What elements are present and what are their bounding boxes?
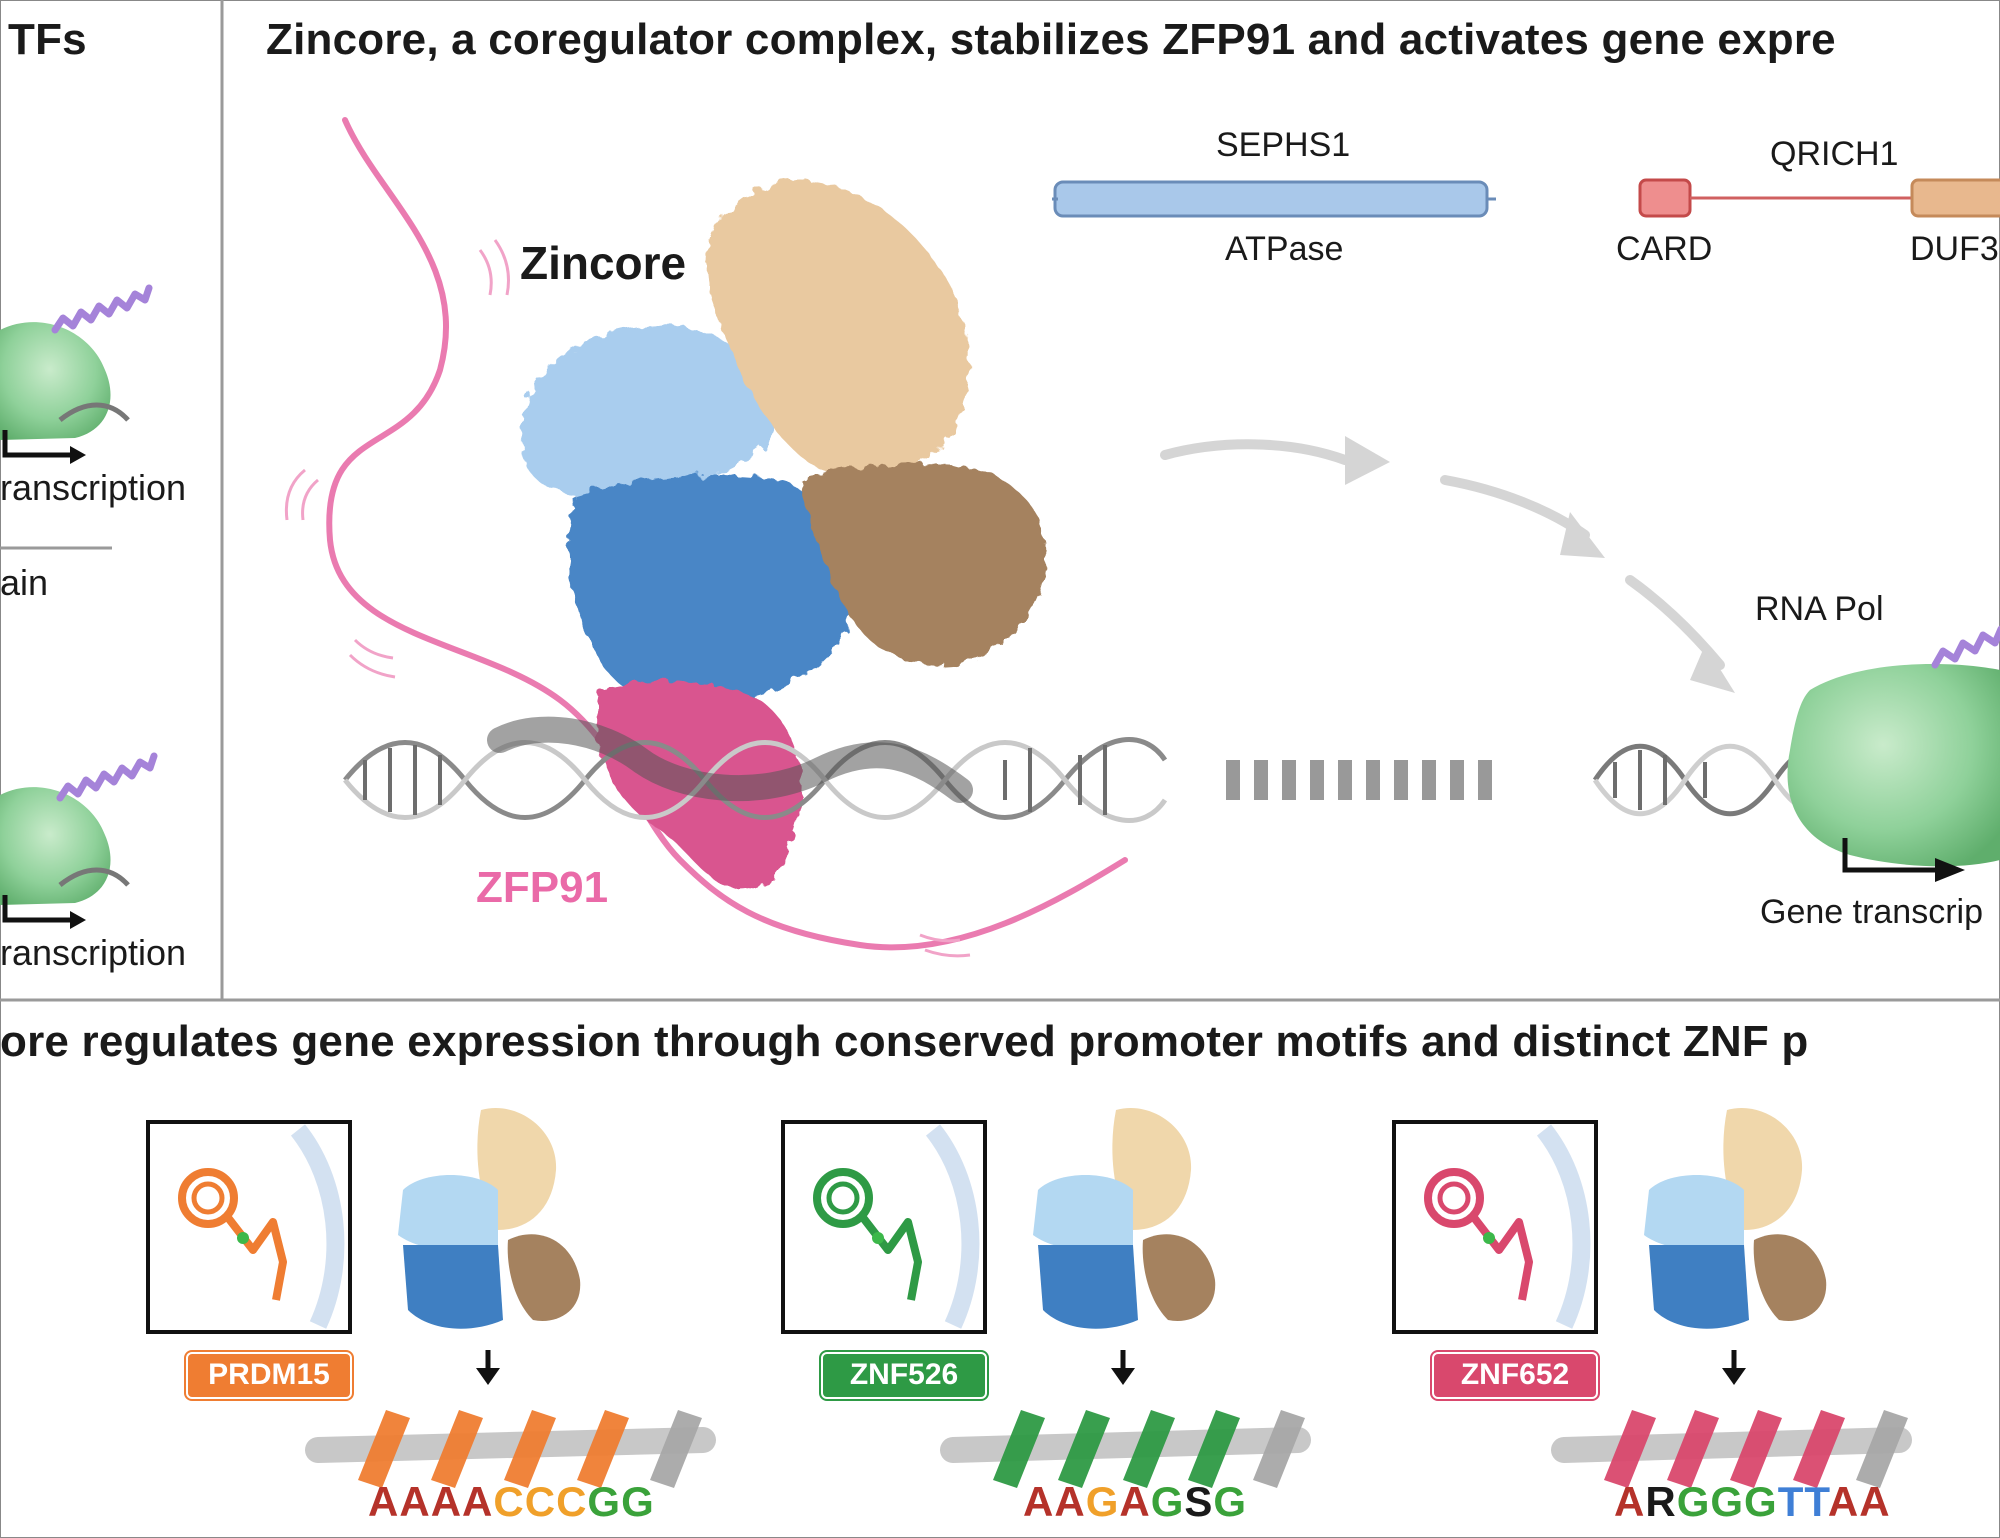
motif-base: S bbox=[1184, 1478, 1214, 1525]
dashed-connector bbox=[1226, 760, 1492, 800]
pink-strand bbox=[326, 117, 1128, 951]
gene-transcription-label: Gene transcrip bbox=[1760, 893, 1983, 931]
left-transcription-label-1: ranscription bbox=[0, 467, 187, 508]
rna-pol-label: RNA Pol bbox=[1755, 590, 1884, 628]
left-squiggle-2 bbox=[56, 752, 158, 802]
motif-base: A bbox=[430, 1478, 463, 1525]
motif-base: G bbox=[1710, 1478, 1745, 1525]
znf-module-1 bbox=[146, 1108, 716, 1488]
znf-tag-1: PRDM15 bbox=[186, 1352, 352, 1399]
rna-pol-right bbox=[1787, 664, 2000, 867]
motif-base: G bbox=[621, 1478, 655, 1525]
motif-base: G bbox=[1744, 1478, 1778, 1525]
motif-base: G bbox=[1213, 1478, 1248, 1525]
motif-base: C bbox=[493, 1478, 525, 1525]
qrich1-card-box bbox=[1638, 178, 1692, 218]
left-arrow-1-head bbox=[70, 446, 86, 464]
motif-base: G bbox=[1676, 1478, 1711, 1525]
znf-module-3 bbox=[1392, 1108, 1912, 1488]
left-transcription-label-2: ranscription bbox=[0, 932, 187, 973]
qrich1-duf-box bbox=[1910, 178, 2000, 218]
motif-base: C bbox=[524, 1478, 557, 1525]
curved-arrows bbox=[1160, 439, 1725, 670]
motif-base: A bbox=[462, 1478, 494, 1525]
znf-tag-3: ZNF652 bbox=[1432, 1352, 1598, 1399]
motif-base: A bbox=[1054, 1478, 1086, 1525]
left-panel-title: TFs bbox=[8, 15, 87, 64]
motif-base: T bbox=[1804, 1478, 1828, 1525]
gene-arrow-head bbox=[1935, 858, 1965, 882]
left-squiggle-1 bbox=[51, 284, 153, 334]
left-arrow-2 bbox=[2, 895, 70, 923]
motion-marks bbox=[284, 239, 971, 958]
zfp91-label: ZFP91 bbox=[476, 863, 609, 912]
sephs1-domain: ATPase bbox=[1225, 230, 1344, 268]
znf-module-2 bbox=[781, 1108, 1311, 1488]
motif-sequence-3: ARGGGTTAA bbox=[1614, 1478, 1891, 1526]
motif-base: G bbox=[1150, 1478, 1185, 1525]
motif-base: A bbox=[1859, 1478, 1891, 1525]
motif-base: R bbox=[1645, 1478, 1677, 1525]
left-rna-pol-1 bbox=[0, 322, 130, 440]
left-domain-label: ain bbox=[0, 562, 49, 603]
left-arrow-1 bbox=[2, 430, 70, 458]
motif-base: G bbox=[587, 1478, 622, 1525]
motif-base: A bbox=[399, 1478, 431, 1525]
motif-base: G bbox=[1085, 1478, 1120, 1525]
dna-helix-main bbox=[343, 716, 1168, 823]
motif-base: T bbox=[1777, 1478, 1805, 1525]
znf-tag-2: ZNF526 bbox=[821, 1352, 987, 1399]
motif-base: C bbox=[556, 1478, 588, 1525]
bottom-panel-title: ore regulates gene expression through co… bbox=[0, 1017, 1809, 1066]
motif-base: A bbox=[1023, 1478, 1055, 1525]
qrich1-domain-card: CARD bbox=[1616, 230, 1713, 268]
motif-base: A bbox=[1119, 1478, 1151, 1525]
motif-base: A bbox=[368, 1478, 400, 1525]
motif-sequence-1: AAAACCCGG bbox=[368, 1478, 655, 1526]
sephs1-name: SEPHS1 bbox=[1216, 126, 1351, 164]
gene-arrow bbox=[1842, 838, 1935, 873]
sephs1-bar bbox=[1053, 180, 1489, 218]
qrich1-domain-duf: DUF3 bbox=[1910, 230, 1999, 268]
curved-arrow-heads bbox=[1345, 436, 1735, 693]
right-squiggle bbox=[1931, 625, 2000, 669]
motif-base: A bbox=[1614, 1478, 1646, 1525]
left-arrow-2-head bbox=[70, 911, 86, 929]
motif-base: A bbox=[1827, 1478, 1860, 1525]
top-panel-title: Zincore, a coregulator complex, stabiliz… bbox=[266, 15, 1836, 64]
zincore-label: Zincore bbox=[520, 237, 687, 289]
left-rna-pol-2 bbox=[0, 787, 130, 905]
qrich1-name: QRICH1 bbox=[1770, 135, 1899, 173]
motif-sequence-2: AAGAGSG bbox=[1023, 1478, 1247, 1526]
